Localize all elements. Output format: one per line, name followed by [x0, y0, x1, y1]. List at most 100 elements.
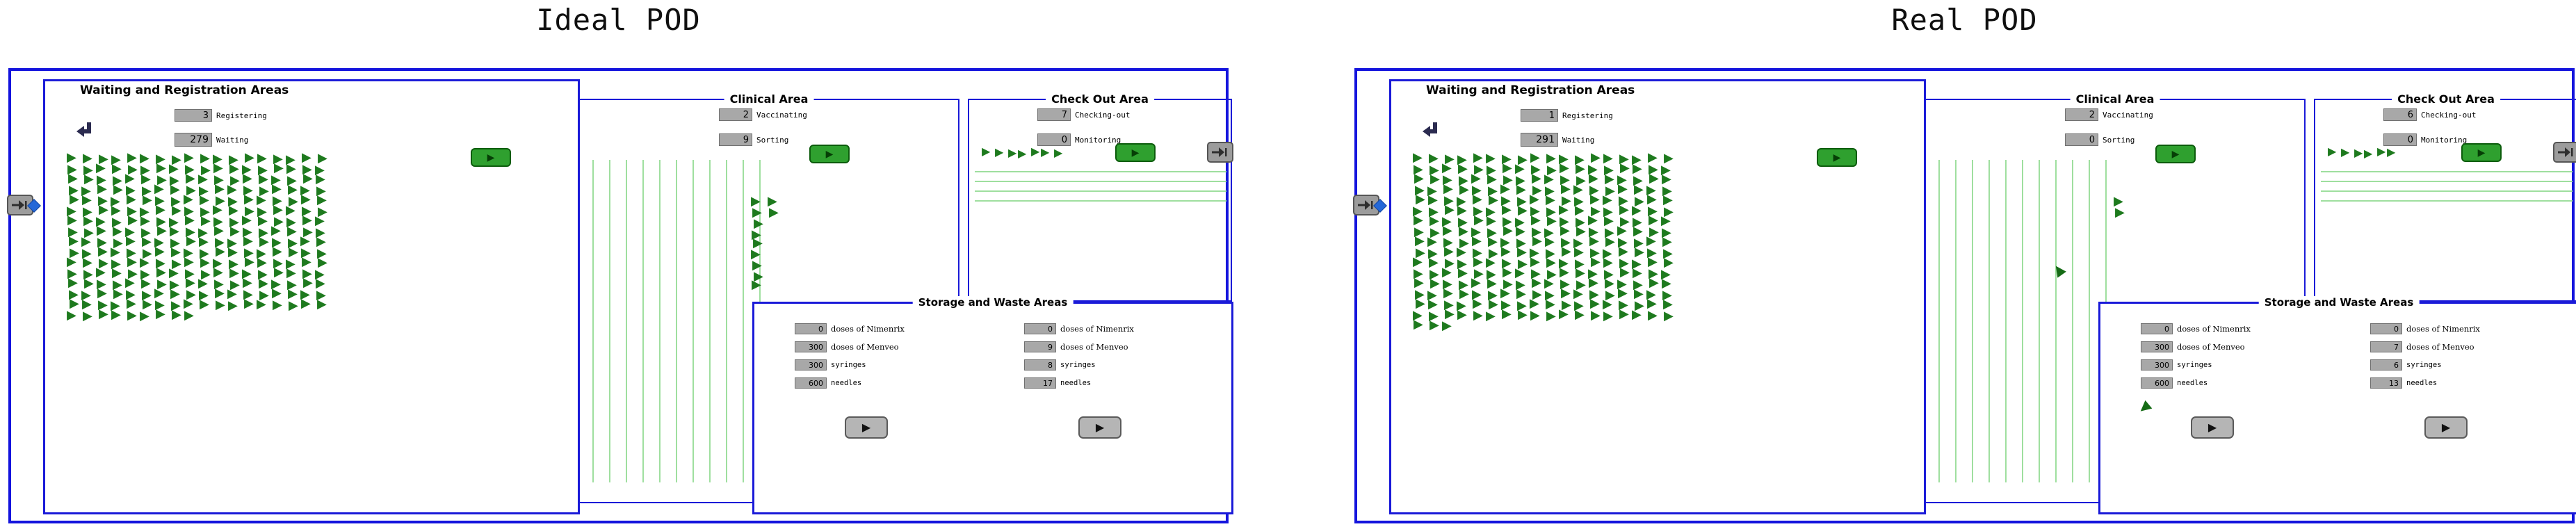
agent-icon: ▶	[112, 161, 122, 176]
agent-icon: ▶	[83, 267, 93, 282]
agent-icon: ▶	[2115, 205, 2125, 220]
agent-icon: ▶	[1603, 246, 1612, 261]
agent-icon: ▶	[1574, 298, 1584, 313]
agent-icon: ▶	[214, 172, 224, 187]
used-value: 7	[2370, 341, 2402, 352]
agent-icon: ▶	[68, 171, 78, 186]
agent-icon: ▶	[272, 235, 282, 250]
agent-icon: ▶	[154, 286, 164, 300]
sorting-value: 9	[719, 133, 752, 146]
agent-icon: ▶	[140, 309, 149, 323]
agent-icon: ▶	[274, 265, 284, 279]
agent-icon: ▶	[257, 297, 266, 311]
stock-label: syringes	[2177, 361, 2212, 369]
stock-label: doses of Menveo	[2177, 342, 2245, 352]
agent-icon: ▶	[1605, 184, 1615, 198]
agent-icon: ▶	[98, 193, 108, 208]
agent-icon: ▶	[67, 213, 77, 227]
waiting-area-play-button[interactable]: ▶	[471, 148, 511, 167]
agent-icon: ▶	[272, 286, 282, 300]
agent-icon: ▶	[257, 255, 267, 270]
clinical-area-play-button[interactable]: ▶	[809, 145, 850, 163]
agent-icon: ▶	[259, 184, 269, 198]
used-monitor-row: 0 doses of Nimenrix	[2370, 323, 2480, 334]
agent-icon: ▶	[1445, 152, 1455, 166]
clinical-area-play-button[interactable]: ▶	[2155, 145, 2196, 163]
checkout-queue-lanes	[2321, 171, 2573, 204]
agent-icon: ▶	[140, 204, 149, 219]
storage-used-play-button[interactable]: ▶	[1078, 416, 1121, 439]
agent-icon: ▶	[1457, 245, 1466, 259]
checkout-area-play-button[interactable]: ▶	[2461, 143, 2502, 162]
agent-icon: ▶	[142, 234, 152, 249]
checking-out-label: Checking-out	[2421, 110, 2477, 120]
agent-icon: ▶	[1459, 224, 1468, 238]
agent-icon: ▶	[316, 184, 326, 198]
pod-title-text: Ideal POD	[536, 3, 701, 37]
agent-icon: ▶	[302, 266, 312, 281]
agent-icon: ▶	[186, 171, 195, 186]
agent-icon: ▶	[1473, 245, 1482, 260]
agent-icon: ▶	[127, 254, 137, 269]
agent-icon: ▶	[1517, 298, 1527, 313]
exit-arrow-glyph	[1212, 147, 1227, 157]
agent-icon: ▶	[199, 288, 209, 302]
queue-lane	[975, 200, 1226, 202]
waiting-area-play-button[interactable]: ▶	[1817, 148, 1857, 167]
queue-lane	[2022, 160, 2023, 482]
agent-icon: ▶	[156, 256, 165, 270]
agent-icon: ▶	[1573, 286, 1583, 301]
agent-icon: ▶	[1457, 203, 1467, 218]
agent-icon: ▶	[125, 171, 135, 186]
agent-icon: ▶	[1518, 203, 1528, 218]
agent-icon: ▶	[273, 244, 282, 259]
agent-icon: ▶	[1633, 266, 1642, 280]
agent-icon: ▶	[1531, 213, 1541, 227]
agent-icon: ▶	[169, 161, 179, 176]
agent-icon: ▶	[155, 244, 165, 259]
agent-icon: ▶	[1649, 225, 1659, 239]
agent-icon: ▶	[1444, 298, 1454, 312]
arrow-glyph	[1423, 122, 1437, 137]
agent-icon: ▶	[1443, 286, 1453, 300]
storage-stock-play-button[interactable]: ▶	[2191, 416, 2234, 439]
agent-icon: ▶	[1590, 245, 1600, 260]
agent-icon: ▶	[215, 286, 225, 300]
queue-lane	[2089, 160, 2090, 482]
agent-icon: ▶	[1646, 287, 1656, 302]
play-icon: ▶	[825, 148, 834, 160]
agent-icon: ▶	[1588, 266, 1598, 281]
agent-icon: ▶	[156, 265, 166, 279]
agent-icon: ▶	[1413, 254, 1423, 269]
agent-icon: ▶	[1633, 277, 1643, 292]
agent-icon: ▶	[2364, 147, 2373, 160]
agent-icon: ▶	[98, 244, 108, 259]
vaccinating-value: 2	[2065, 108, 2098, 121]
agent-icon: ▶	[1559, 202, 1569, 217]
agent-icon: ▶	[1634, 182, 1644, 197]
agent-icon: ▶	[111, 257, 121, 271]
agent-icon: ▶	[1603, 193, 1612, 207]
agent-icon: ▶	[140, 267, 150, 282]
queue-lane	[2321, 171, 2573, 172]
checkout-area-play-button[interactable]: ▶	[1115, 143, 1156, 162]
used-label: doses of Menveo	[2406, 342, 2474, 352]
storage-used-play-button[interactable]: ▶	[2424, 416, 2468, 439]
stock-label: needles	[831, 379, 862, 387]
play-icon: ▶	[1131, 147, 1140, 158]
agent-icon: ▶	[1635, 298, 1644, 313]
agent-icon: ▶	[1445, 202, 1455, 217]
agent-icon: ▶	[113, 173, 122, 188]
agent-icon: ▶	[1442, 265, 1452, 279]
agent-icon: ▶	[1617, 223, 1627, 238]
agent-icon: ▶	[1415, 183, 1425, 197]
storage-stock-play-button[interactable]: ▶	[845, 416, 888, 439]
monitoring-label: Monitoring	[2421, 135, 2468, 145]
agent-icon: ▶	[200, 255, 210, 270]
used-value: 8	[1024, 359, 1056, 371]
agent-icon: ▶	[169, 266, 179, 280]
agent-icon: ▶	[184, 245, 193, 260]
agent-icon: ▶	[184, 192, 193, 206]
agent-icon: ▶	[170, 173, 179, 188]
agent-icon: ▶	[67, 162, 77, 177]
